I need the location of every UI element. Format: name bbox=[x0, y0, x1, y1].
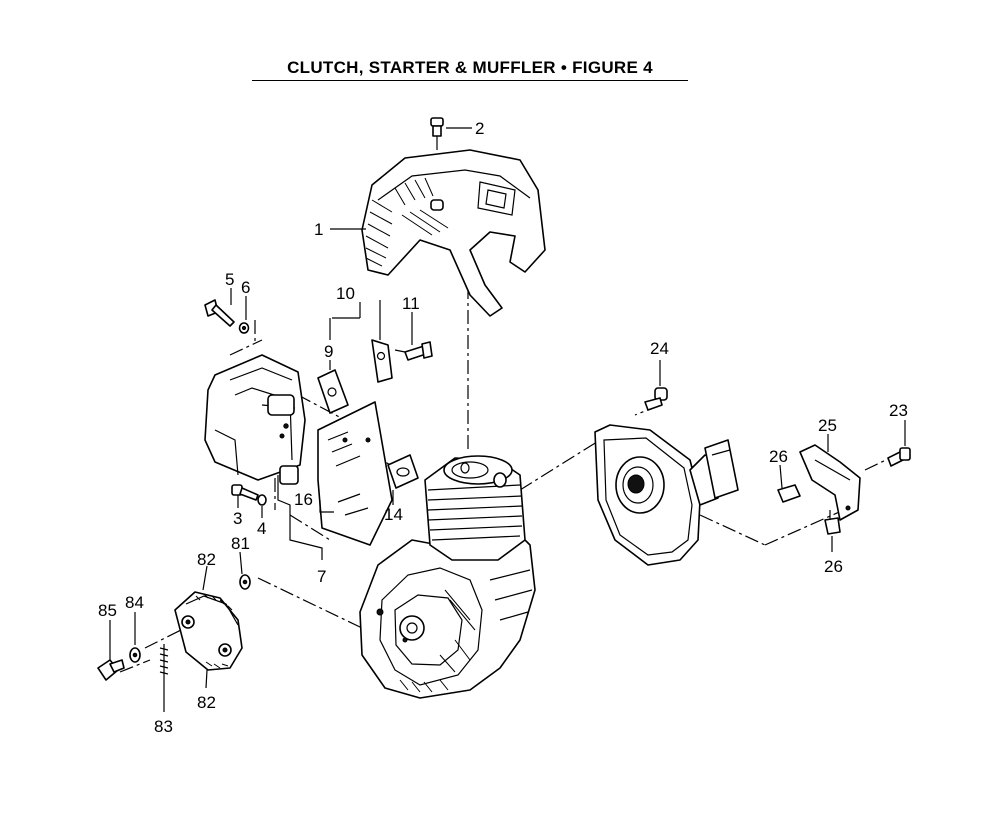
callout-84: 84 bbox=[125, 593, 144, 612]
recoil-starter-part bbox=[594, 424, 739, 566]
muffler-bolt-part bbox=[204, 299, 250, 334]
callout-3: 3 bbox=[233, 509, 242, 528]
callout-82-upper: 82 bbox=[197, 550, 216, 569]
callout-23: 23 bbox=[889, 401, 908, 420]
engine-cover-part bbox=[361, 149, 546, 317]
exhaust-gasket-part bbox=[317, 339, 419, 489]
starter-bracket-part bbox=[799, 444, 861, 521]
clutch-shoe-part bbox=[174, 591, 243, 671]
muffler-part bbox=[204, 354, 306, 481]
callout-11: 11 bbox=[402, 294, 420, 313]
callout-9: 9 bbox=[324, 342, 333, 361]
lower-muffler-bolt-part bbox=[231, 465, 299, 506]
clutch-bolt-part bbox=[97, 659, 125, 681]
callout-2: 2 bbox=[475, 119, 484, 138]
callout-26-lower: 26 bbox=[824, 557, 843, 576]
callout-10: 10 bbox=[336, 284, 355, 303]
callout-26-upper: 26 bbox=[769, 447, 788, 466]
callout-24: 24 bbox=[650, 339, 669, 358]
starter-screw-part bbox=[644, 387, 668, 411]
muffler-plate-part bbox=[317, 401, 393, 546]
starter-clip-lower-part bbox=[824, 517, 841, 535]
engine-block-part bbox=[359, 455, 536, 699]
callout-82-lower: 82 bbox=[197, 693, 216, 712]
clutch-washer-part bbox=[239, 574, 251, 590]
bracket-screw-23-part bbox=[887, 447, 911, 467]
callout-leaders bbox=[109, 127, 906, 712]
title-underline bbox=[252, 80, 688, 81]
figure-title: CLUTCH, STARTER & MUFFLER • FIGURE 4 bbox=[287, 58, 653, 77]
callout-7: 7 bbox=[317, 567, 326, 586]
clutch-spring-part bbox=[159, 644, 169, 680]
callout-16: 16 bbox=[294, 490, 313, 509]
callout-85: 85 bbox=[98, 601, 117, 620]
callout-6: 6 bbox=[241, 278, 250, 297]
callout-81: 81 bbox=[231, 534, 250, 553]
callout-labels: 2 1 5 6 10 11 9 24 23 25 26 16 14 3 4 81… bbox=[98, 119, 908, 736]
cover-screw-part bbox=[430, 117, 444, 211]
callout-5: 5 bbox=[225, 270, 234, 289]
clutch-washer-84-part bbox=[129, 647, 141, 663]
callout-83: 83 bbox=[154, 717, 173, 736]
callout-14: 14 bbox=[384, 505, 403, 524]
starter-clip-upper-part bbox=[777, 484, 801, 503]
bracket-screw-part bbox=[404, 341, 433, 361]
callout-25: 25 bbox=[818, 416, 837, 435]
callout-4: 4 bbox=[257, 519, 266, 538]
callout-1: 1 bbox=[314, 220, 323, 239]
